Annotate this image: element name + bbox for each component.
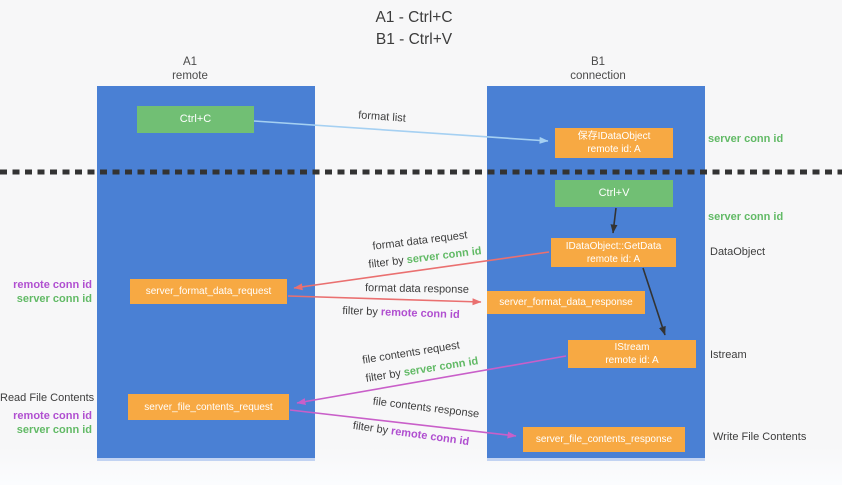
column-a-header: A1 remote: [110, 55, 270, 83]
arrow-file-contents-request: [296, 355, 567, 405]
arrow-format-list: [253, 120, 549, 144]
title-line-ctrl-v: B1 - Ctrl+V: [375, 31, 453, 48]
column-b-role: connection: [570, 70, 626, 82]
getdata-line2: remote id: A: [586, 253, 641, 265]
arrow-file-contents-response: [289, 409, 517, 439]
arrow-format-data-request: [293, 251, 550, 291]
left-remote-conn-id-annotation-2: remote conn id: [13, 410, 92, 422]
arrow-ctrlv-to-getdata: [610, 207, 618, 234]
page-title: A1 - Ctrl+C B1 - Ctrl+V: [314, 7, 514, 51]
column-a-name: A1: [182, 56, 198, 68]
left-remote-conn-id-annotation-1: remote conn id: [13, 279, 92, 291]
server-file-contents-request-label: server_file_contents_request: [144, 401, 273, 413]
istream-line1: IStream: [614, 342, 650, 353]
ctrl-c-label: Ctrl+C: [179, 113, 212, 125]
left-server-conn-id-annotation-1: server conn id: [16, 293, 92, 305]
server-file-contents-response-label: server_file_contents_response: [535, 434, 673, 445]
column-a-role: remote: [172, 70, 208, 82]
ctrl-v-label: Ctrl+V: [598, 187, 630, 199]
istream-annotation: Istream: [710, 349, 747, 361]
server-format-data-response-node: server_format_data_response: [487, 291, 645, 314]
right-server-conn-id-annotation-1: server conn id: [708, 133, 784, 145]
save-idataobject-node: 保存IDataObject remote id: A: [555, 128, 673, 158]
getdata-line1: IDataObject::GetData: [565, 240, 662, 252]
left-server-conn-id-annotation-2: server conn id: [16, 424, 92, 436]
ctrl-c-node: Ctrl+C: [137, 106, 254, 133]
arrow-format-data-response: [287, 295, 482, 306]
right-server-conn-id-annotation-2: server conn id: [708, 211, 784, 223]
istream-line2: remote id: A: [605, 355, 659, 366]
server-format-data-request-node: server_format_data_request: [130, 279, 287, 304]
filter-by-text: filter by: [342, 304, 382, 319]
save-idataobject-line2: remote id: A: [587, 144, 641, 155]
format-data-response-edge-label: format data response: [364, 282, 470, 296]
save-idataobject-line1: 保存IDataObject: [577, 131, 651, 142]
arrow-getdata-to-istream: [642, 267, 666, 336]
dataobject-annotation: DataObject: [710, 246, 766, 258]
server-file-contents-request-node: server_file_contents_request: [128, 394, 289, 420]
server-format-data-response-label: server_format_data_response: [499, 297, 633, 308]
idataobject-getdata-node: IDataObject::GetData remote id: A: [551, 238, 676, 267]
read-file-contents-annotation: Read File Contents: [0, 392, 95, 404]
server-file-contents-response-node: server_file_contents_response: [523, 427, 685, 452]
title-line-ctrl-c: A1 - Ctrl+C: [375, 9, 453, 26]
column-b-header: B1 connection: [518, 55, 678, 83]
istream-node: IStream remote id: A: [568, 340, 696, 368]
column-b-name: B1: [590, 56, 606, 68]
server-format-data-request-label: server_format_data_request: [145, 286, 272, 297]
ctrl-v-node: Ctrl+V: [555, 180, 673, 207]
write-file-contents-annotation: Write File Contents: [713, 431, 807, 443]
